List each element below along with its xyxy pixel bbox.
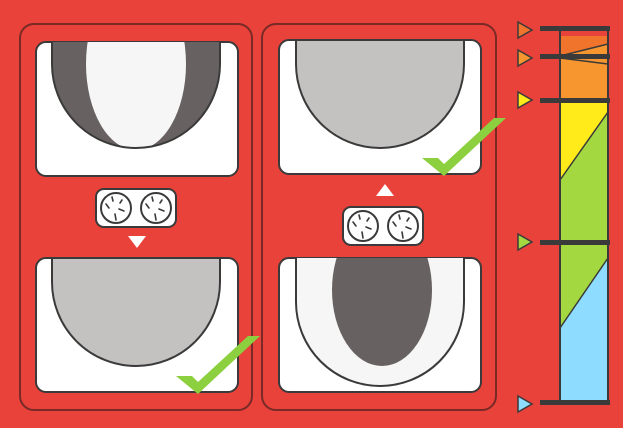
two-gauges-icon xyxy=(343,207,423,245)
left-bottom-card xyxy=(36,258,238,392)
right-top-card xyxy=(279,40,481,174)
scale-tick xyxy=(540,98,610,103)
scale-tick xyxy=(540,54,610,59)
scale-tick xyxy=(540,240,610,245)
scale-segment-orange-fill xyxy=(560,58,608,100)
two-gauges-icon xyxy=(96,189,176,227)
scale-tick xyxy=(540,26,610,31)
scale-tick xyxy=(540,400,610,405)
